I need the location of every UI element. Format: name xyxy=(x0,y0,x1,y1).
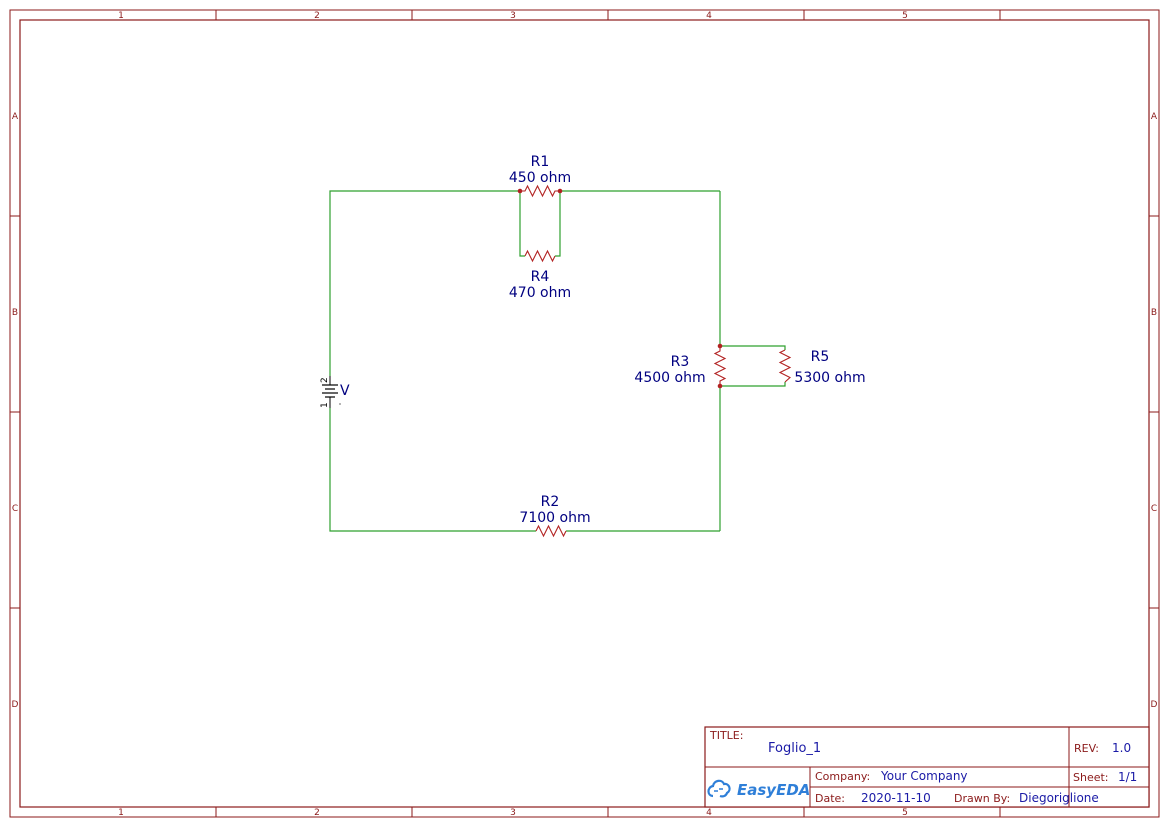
sheet-value: 1/1 xyxy=(1118,770,1137,784)
wire-r4-loop-right[interactable] xyxy=(555,191,561,257)
r2-designator: R2 xyxy=(541,494,560,510)
wire-r4-loop[interactable] xyxy=(519,191,525,257)
r5-designator: R5 xyxy=(811,349,830,365)
col-label-4: 4 xyxy=(706,11,712,21)
row-labels-right: A B C D xyxy=(1151,112,1158,710)
r1-designator: R1 xyxy=(531,154,550,170)
resistor-r2[interactable]: R2 7100 ohm xyxy=(519,494,591,538)
column-ticks xyxy=(215,10,1001,817)
col-label-1: 1 xyxy=(118,11,124,21)
drawn-by-label: Drawn By: xyxy=(954,792,1010,805)
col-label-1: 1 xyxy=(118,808,124,818)
v-dot xyxy=(339,403,341,405)
outer-frame xyxy=(9,9,1160,818)
v-pin-1: 1 xyxy=(320,402,330,408)
easyeda-logo: EasyEDA xyxy=(707,779,810,799)
resistor-r5[interactable]: R5 5300 ohm xyxy=(778,349,866,386)
date-value: 2020-11-10 xyxy=(861,791,931,805)
wire-r5-top[interactable] xyxy=(720,345,786,350)
r3-value: 4500 ohm xyxy=(634,370,705,386)
row-label-a: A xyxy=(12,112,19,122)
sheet-title: Foglio_1 xyxy=(768,741,821,756)
row-label-c: C xyxy=(1151,504,1157,514)
row-label-b: B xyxy=(1151,308,1157,318)
title-label: TITLE: xyxy=(709,729,743,742)
row-ticks xyxy=(10,215,1159,609)
v-designator: V xyxy=(340,383,350,399)
row-label-d: D xyxy=(1151,700,1158,710)
resistor-r4[interactable]: R4 470 ohm xyxy=(509,249,571,301)
cloud-icon xyxy=(707,779,731,798)
row-label-c: C xyxy=(12,504,18,514)
column-labels-top: 1 2 3 4 5 xyxy=(118,11,908,21)
r4-designator: R4 xyxy=(531,269,550,285)
junction-dot xyxy=(717,383,723,389)
r4-value: 470 ohm xyxy=(509,285,571,301)
junctions xyxy=(517,188,723,389)
junction-dot xyxy=(517,188,523,194)
rev-label: REV: xyxy=(1074,742,1099,755)
company-value: Your Company xyxy=(880,769,968,783)
col-label-5: 5 xyxy=(902,11,908,21)
col-label-2: 2 xyxy=(314,11,320,21)
inner-frame xyxy=(19,19,1150,808)
v-pin-2: 2 xyxy=(320,377,330,383)
col-label-4: 4 xyxy=(706,808,712,818)
row-labels-left: A B C D xyxy=(12,112,19,710)
voltage-source-v[interactable]: 2 1 V xyxy=(320,376,350,408)
resistor-r3[interactable]: R3 4500 ohm xyxy=(634,346,727,386)
r5-value: 5300 ohm xyxy=(794,370,865,386)
r1-value: 450 ohm xyxy=(509,170,571,186)
wires xyxy=(329,190,786,532)
sheet-label: Sheet: xyxy=(1073,771,1109,784)
col-label-3: 3 xyxy=(510,808,516,818)
resistor-r1[interactable]: R1 450 ohm xyxy=(509,154,571,198)
r3-designator: R3 xyxy=(671,354,690,370)
col-label-5: 5 xyxy=(902,808,908,818)
wire-left-top[interactable] xyxy=(329,190,521,376)
company-label: Company: xyxy=(815,770,870,783)
junction-dot xyxy=(557,188,563,194)
logo-text: EasyEDA xyxy=(737,781,810,799)
row-label-d: D xyxy=(12,700,19,710)
title-block: TITLE: Foglio_1 REV: 1.0 Company: Your C… xyxy=(704,726,1150,808)
drawn-by-value: Diegoriglione xyxy=(1019,791,1099,805)
wire-left-bottom[interactable] xyxy=(329,408,536,532)
date-label: Date: xyxy=(815,792,845,805)
col-label-3: 3 xyxy=(510,11,516,21)
column-labels-bottom: 1 2 3 4 5 xyxy=(118,808,908,818)
row-label-a: A xyxy=(1151,112,1158,122)
rev-value: 1.0 xyxy=(1112,741,1131,755)
wire-r5-bottom[interactable] xyxy=(720,382,786,387)
r2-value: 7100 ohm xyxy=(519,510,590,526)
col-label-2: 2 xyxy=(314,808,320,818)
row-label-b: B xyxy=(12,308,18,318)
junction-dot xyxy=(717,343,723,349)
